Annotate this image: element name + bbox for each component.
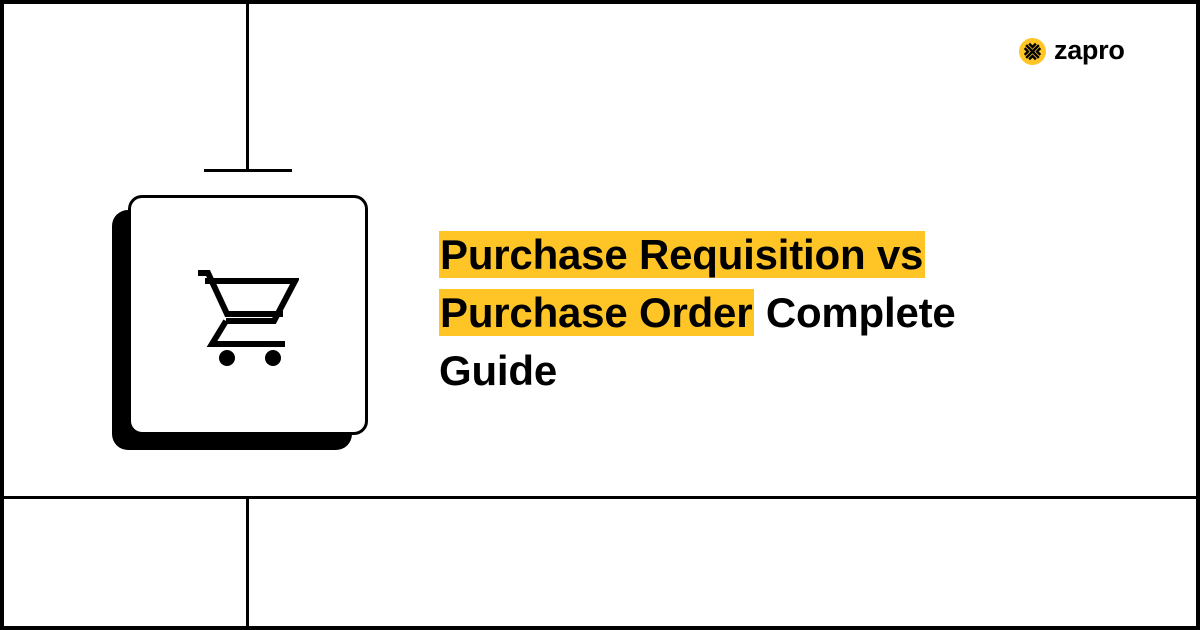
title-rest: Complete Guide [439,289,956,394]
title-highlight-1: Purchase Requisition vs [439,231,926,278]
hanger-bar [204,169,292,172]
icon-card [128,195,368,435]
shopping-cart-icon [198,270,299,366]
divider-horizontal [0,496,1200,499]
brand-name: zapro [1054,34,1125,65]
divider-vertical-top [246,0,249,171]
zapro-logo-mark-icon [1019,38,1046,65]
page-title: Purchase Requisition vs Purchase Order Co… [439,226,1079,400]
divider-vertical-bottom [246,496,249,630]
brand-logo[interactable]: zapro [1019,34,1125,65]
title-highlight-2: Purchase Order [439,289,755,336]
